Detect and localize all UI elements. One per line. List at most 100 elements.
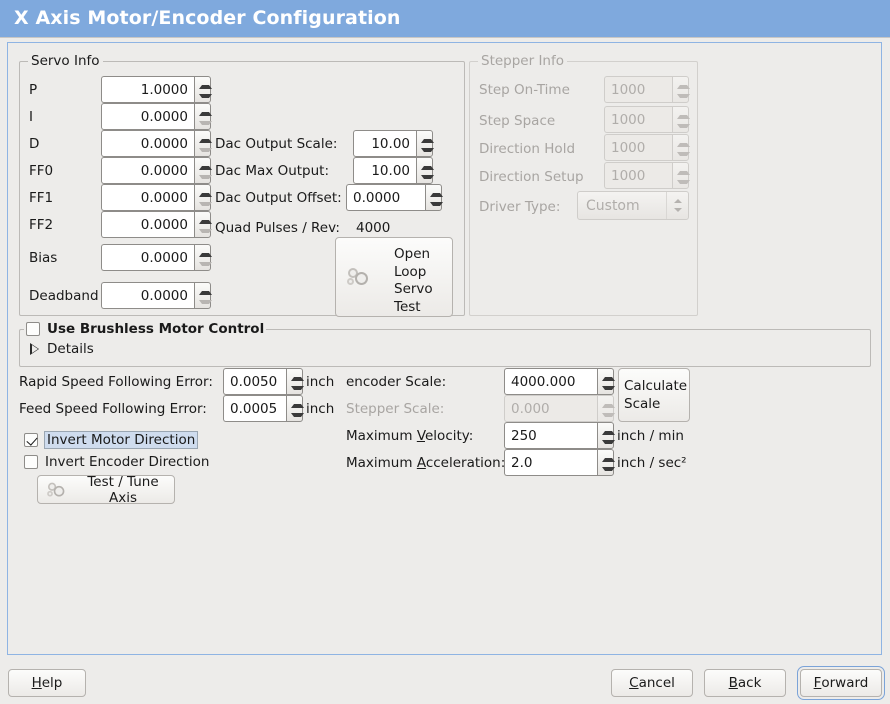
maximum-acceleration-spinner[interactable] (597, 449, 615, 476)
encoder-scale-spinner[interactable] (597, 368, 615, 395)
servo-input-deadband-spinner[interactable] (194, 282, 212, 309)
servo-input-d[interactable]: 0.0000 (101, 130, 212, 157)
spin-up-icon[interactable] (195, 212, 212, 225)
step-space-entry[interactable]: 1000 (604, 106, 672, 133)
direction-hold-input[interactable]: 1000 (604, 134, 690, 161)
spin-up-icon[interactable] (673, 107, 690, 120)
spin-down-icon[interactable] (673, 90, 690, 103)
maximum-acceleration-input[interactable]: 2.0 (504, 449, 615, 476)
spin-down-icon[interactable] (195, 258, 212, 271)
servo-input-ff0-spinner[interactable] (194, 157, 212, 184)
driver-type-combo[interactable]: Custom (577, 191, 689, 220)
feed-speed-following-error-entry[interactable]: 0.0005 (223, 395, 286, 422)
spin-up-icon[interactable] (426, 185, 443, 198)
dac-output-scale-input[interactable]: 10.00 (353, 130, 434, 157)
spin-down-icon[interactable] (673, 176, 690, 189)
spin-down-icon[interactable] (195, 198, 212, 211)
servo-input-ff2-spinner[interactable] (194, 211, 212, 238)
spin-up-icon[interactable] (195, 77, 212, 90)
servo-input-bias-spinner[interactable] (194, 244, 212, 271)
spin-up-icon[interactable] (673, 163, 690, 176)
step-on-time-input[interactable]: 1000 (604, 76, 690, 103)
servo-input-ff1-spinner[interactable] (194, 184, 212, 211)
spin-down-icon[interactable] (195, 144, 212, 157)
spin-up-icon[interactable] (673, 77, 690, 90)
dac-max-output-input[interactable]: 10.00 (353, 157, 434, 184)
spin-up-icon[interactable] (195, 104, 212, 117)
spin-down-icon[interactable] (598, 463, 615, 476)
checkbox-box-icon[interactable] (24, 433, 38, 447)
dac-output-scale-entry[interactable]: 10.00 (353, 130, 416, 157)
stepper-scale-spinner[interactable] (597, 395, 615, 422)
spin-down-icon[interactable] (195, 90, 212, 103)
encoder-scale-input[interactable]: 4000.000 (504, 368, 615, 395)
servo-input-ff0-entry[interactable]: 0.0000 (101, 157, 194, 184)
direction-setup-spinner[interactable] (672, 162, 690, 189)
rapid-speed-following-error-entry[interactable]: 0.0050 (223, 368, 286, 395)
spin-up-icon[interactable] (598, 423, 615, 436)
open-loop-servo-test-button[interactable]: Open Loop Servo Test (335, 237, 453, 317)
spin-down-icon[interactable] (598, 409, 615, 422)
servo-input-i-spinner[interactable] (194, 103, 212, 130)
chevron-updown-icon[interactable] (666, 192, 688, 219)
servo-input-ff1-entry[interactable]: 0.0000 (101, 184, 194, 211)
maximum-velocity-input[interactable]: 250 (504, 422, 615, 449)
spin-up-icon[interactable] (598, 450, 615, 463)
servo-input-ff2[interactable]: 0.0000 (101, 211, 212, 238)
invert-encoder-direction-checkbox[interactable]: Invert Encoder Direction (24, 454, 209, 470)
spin-up-icon[interactable] (195, 283, 212, 296)
rapid-speed-following-error-spinner[interactable] (286, 368, 304, 395)
spin-down-icon[interactable] (195, 225, 212, 238)
rapid-speed-following-error-input[interactable]: 0.0050 (223, 368, 304, 395)
servo-input-i-entry[interactable]: 0.0000 (101, 103, 194, 130)
spin-up-icon[interactable] (673, 135, 690, 148)
servo-input-deadband-entry[interactable]: 0.0000 (101, 282, 194, 309)
dac-output-offset-input[interactable]: 0.0000 (346, 184, 443, 211)
spin-up-icon[interactable] (195, 185, 212, 198)
checkbox-box-icon[interactable] (24, 455, 38, 469)
servo-input-d-entry[interactable]: 0.0000 (101, 130, 194, 157)
servo-input-i[interactable]: 0.0000 (101, 103, 212, 130)
spin-down-icon[interactable] (426, 198, 443, 211)
dac-max-output-spinner[interactable] (416, 157, 434, 184)
step-on-time-spinner[interactable] (672, 76, 690, 103)
stepper-scale-entry[interactable]: 0.000 (504, 395, 597, 422)
spin-up-icon[interactable] (287, 369, 304, 382)
direction-setup-input[interactable]: 1000 (604, 162, 690, 189)
direction-setup-entry[interactable]: 1000 (604, 162, 672, 189)
spin-down-icon[interactable] (417, 171, 434, 184)
spin-down-icon[interactable] (287, 409, 304, 422)
spin-down-icon[interactable] (287, 382, 304, 395)
test-tune-axis-button[interactable]: Test / Tune Axis (37, 474, 175, 506)
servo-input-bias[interactable]: 0.0000 (101, 244, 212, 271)
servo-input-ff1[interactable]: 0.0000 (101, 184, 212, 211)
dac-output-offset-entry[interactable]: 0.0000 (346, 184, 425, 211)
maximum-velocity-spinner[interactable] (597, 422, 615, 449)
servo-input-p-entry[interactable]: 1.0000 (101, 76, 194, 103)
spin-up-icon[interactable] (598, 369, 615, 382)
calculate-scale-button[interactable]: Calculate Scale (618, 368, 690, 422)
feed-speed-following-error-input[interactable]: 0.0005 (223, 395, 304, 422)
servo-input-ff2-entry[interactable]: 0.0000 (101, 211, 194, 238)
stepper-scale-input[interactable]: 0.000 (504, 395, 615, 422)
maximum-acceleration-entry[interactable]: 2.0 (504, 449, 597, 476)
servo-input-ff0[interactable]: 0.0000 (101, 157, 212, 184)
spin-down-icon[interactable] (598, 436, 615, 449)
spin-down-icon[interactable] (195, 171, 212, 184)
direction-hold-spinner[interactable] (672, 134, 690, 161)
spin-down-icon[interactable] (195, 296, 212, 309)
spin-down-icon[interactable] (417, 144, 434, 157)
step-space-spinner[interactable] (672, 106, 690, 133)
dac-output-scale-spinner[interactable] (416, 130, 434, 157)
spin-down-icon[interactable] (673, 120, 690, 133)
servo-input-p-spinner[interactable] (194, 76, 212, 103)
dac-max-output-entry[interactable]: 10.00 (353, 157, 416, 184)
spin-up-icon[interactable] (287, 396, 304, 409)
invert-motor-direction-checkbox[interactable]: Invert Motor Direction (24, 431, 199, 449)
servo-input-deadband[interactable]: 0.0000 (101, 282, 212, 309)
encoder-scale-entry[interactable]: 4000.000 (504, 368, 597, 395)
checkbox-box-icon[interactable] (26, 322, 40, 336)
